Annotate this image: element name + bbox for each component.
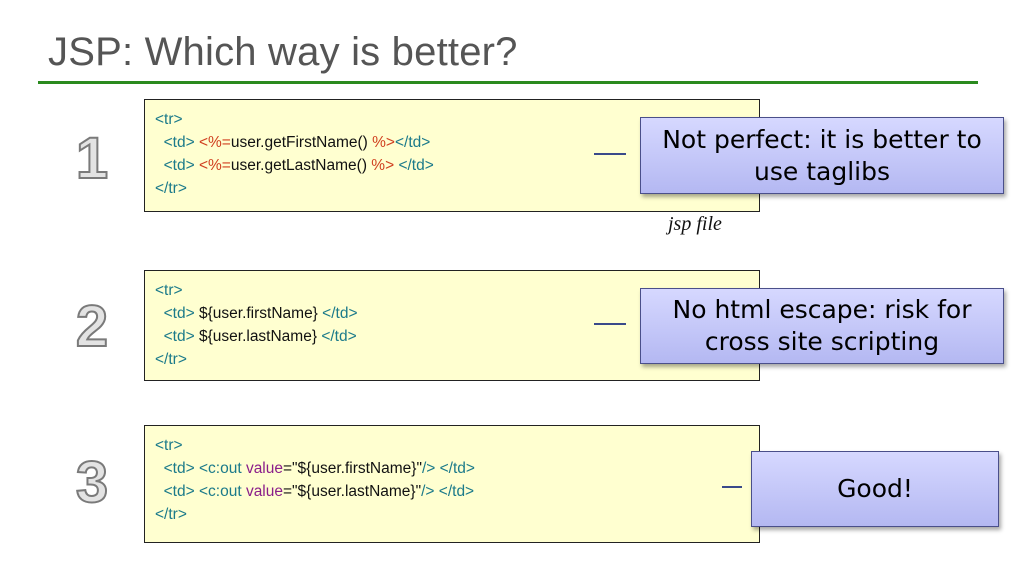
title-underline bbox=[38, 81, 978, 84]
code-line: </tr> bbox=[155, 351, 187, 368]
code-line: <tr> bbox=[155, 282, 183, 299]
option-number-2: 2 bbox=[75, 294, 109, 359]
callout-connector-3 bbox=[722, 486, 742, 488]
callout-2: No html escape: risk for cross site scri… bbox=[640, 288, 1004, 364]
code-line: <tr> bbox=[155, 111, 183, 128]
callout-3: Good! bbox=[751, 451, 999, 527]
code-line: <td> ${user.firstName} </td> bbox=[163, 305, 358, 322]
callout-1: Not perfect: it is better to use taglibs bbox=[640, 117, 1004, 194]
option-number-1: 1 bbox=[75, 126, 109, 191]
code-line: </tr> bbox=[155, 506, 187, 523]
code-box-3: <tr> <td> <c:out value="${user.firstName… bbox=[144, 425, 760, 543]
code-line: </tr> bbox=[155, 180, 187, 197]
option-number-3: 3 bbox=[75, 450, 109, 515]
code-line: <td> <c:out value="${user.firstName}"/> … bbox=[163, 460, 475, 477]
code-line: <td> <c:out value="${user.lastName}"/> <… bbox=[163, 483, 475, 500]
callout-connector-2 bbox=[594, 323, 626, 325]
code-caption: jsp file bbox=[668, 213, 722, 235]
code-line: <td> <%=user.getLastName() %> </td> bbox=[163, 157, 434, 174]
code-line: <td> <%=user.getFirstName() %></td> bbox=[163, 134, 431, 151]
code-line: <td> ${user.lastName} </td> bbox=[163, 328, 357, 345]
slide-title: JSP: Which way is better? bbox=[48, 30, 518, 74]
callout-connector-1 bbox=[594, 153, 626, 155]
code-line: <tr> bbox=[155, 437, 183, 454]
